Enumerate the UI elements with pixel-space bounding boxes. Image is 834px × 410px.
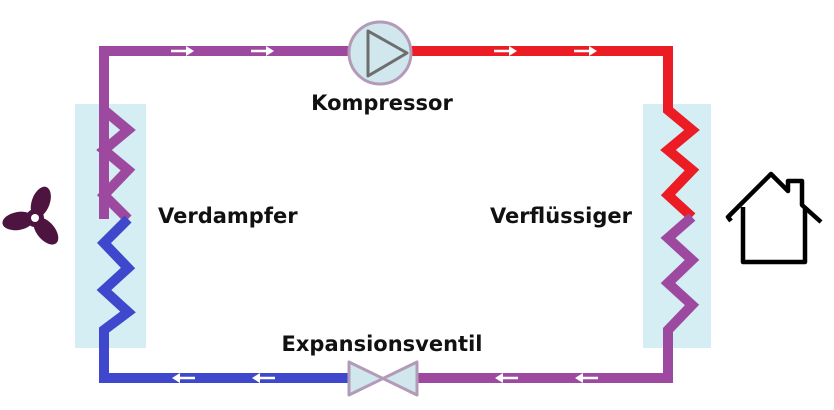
flow-arrows <box>171 46 598 383</box>
flow-arrow-icon <box>495 373 518 383</box>
condenser-label: Verflüssiger <box>490 204 633 228</box>
house-icon <box>725 171 823 265</box>
flow-arrow-icon <box>251 46 274 56</box>
expansion-valve-icon <box>347 360 419 397</box>
flow-arrow-icon <box>252 373 275 383</box>
pipe-evaporator-coil-lower <box>96 215 352 383</box>
compressor-icon <box>347 20 413 86</box>
pipe-condenser-coil-lower <box>416 213 700 383</box>
evaporator-label: Verdampfer <box>158 204 298 228</box>
pipe-evaporator-coil-upper <box>96 106 136 223</box>
pipe-discharge <box>410 46 700 221</box>
compressor-label: Kompressor <box>311 91 453 115</box>
flow-arrow-icon <box>574 46 597 56</box>
fan-icon <box>2 186 59 245</box>
flow-arrow-icon <box>172 373 195 383</box>
flow-arrow-icon <box>171 46 194 56</box>
expansion-valve-label: Expansionsventil <box>282 332 483 356</box>
flow-arrow-icon <box>575 373 598 383</box>
flow-arrow-icon <box>494 46 517 56</box>
